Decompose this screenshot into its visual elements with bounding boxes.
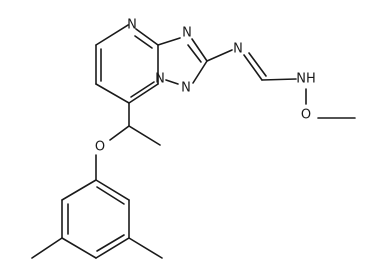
pyrimidine-ring [95, 24, 159, 104]
dimethylphenyl-ring [31, 179, 163, 259]
atom-n-lower: N [181, 81, 191, 96]
atom-labels: N N N N N NH O O [95, 18, 316, 155]
atom-n-bridge: N [155, 72, 165, 87]
atom-o-ether: O [95, 140, 105, 155]
atom-n-top: N [127, 18, 137, 33]
atom-n-ring-right: N [182, 26, 192, 41]
ether-linker [95, 102, 161, 181]
triazole-ring [157, 37, 208, 85]
atom-o-methoxy: O [301, 108, 311, 123]
atom-n-imine: N [233, 42, 243, 57]
amidine-chain [206, 49, 356, 119]
atom-nh-amine: NH [296, 72, 316, 87]
